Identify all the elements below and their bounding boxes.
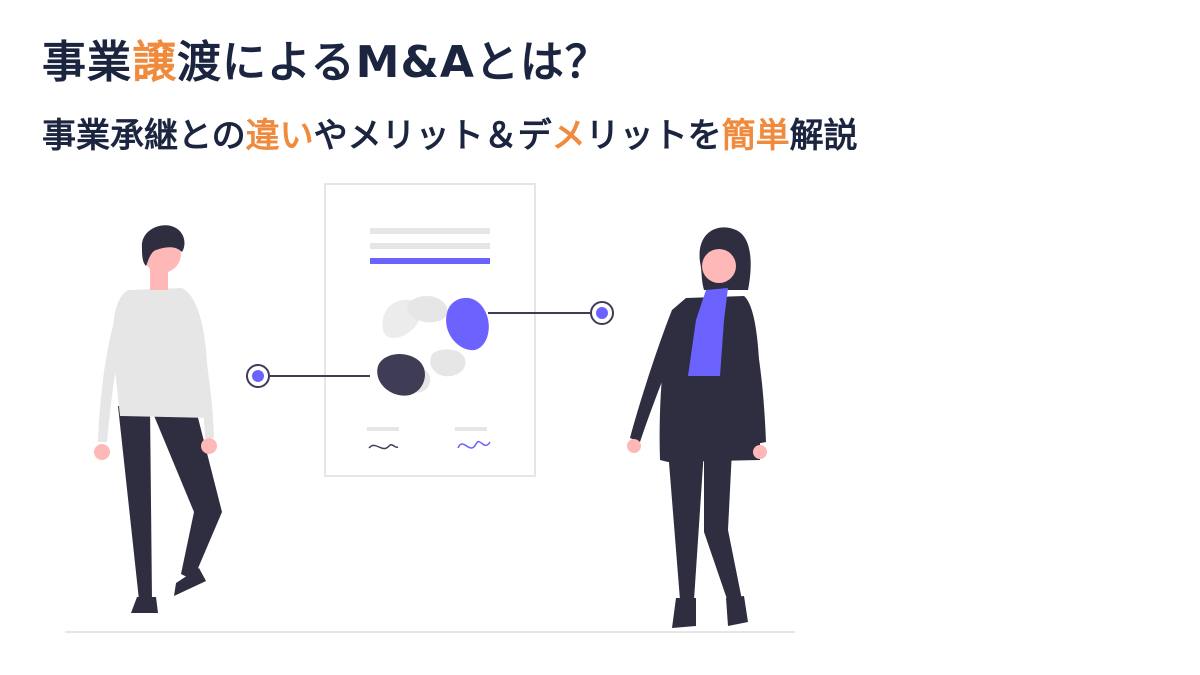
donut-chart-segment-accent [446, 297, 489, 351]
right-connector [488, 301, 614, 325]
title-part1: 事業 [42, 37, 132, 88]
illustration [65, 183, 795, 633]
subtitle-part2: やメリット＆デ [313, 116, 552, 156]
title-part2: 渡によるM&Aとは？ [177, 37, 610, 88]
man-figure [94, 225, 222, 613]
subtitle-part3: リットを [585, 116, 722, 156]
woman-figure [627, 227, 767, 628]
donut-chart [377, 295, 489, 396]
document-panel [324, 183, 536, 477]
subtitle-part4: 解説 [789, 116, 858, 156]
subtitle-part1: 事業承継との [42, 116, 246, 156]
subtitle-accent3: 簡単 [721, 116, 790, 156]
page-subtitle: 事業承継との違いやメリット＆デメリットを簡単解説 [42, 108, 858, 157]
donut-chart-segment-dark [377, 354, 425, 396]
page-title: 事業譲渡によるM&Aとは？ [42, 26, 610, 90]
subtitle-accent1: 違い [245, 116, 314, 156]
title-accent: 譲 [132, 37, 177, 88]
left-connector [246, 364, 370, 388]
subtitle-accent2: メ [551, 116, 586, 156]
signature-icon [367, 427, 491, 450]
